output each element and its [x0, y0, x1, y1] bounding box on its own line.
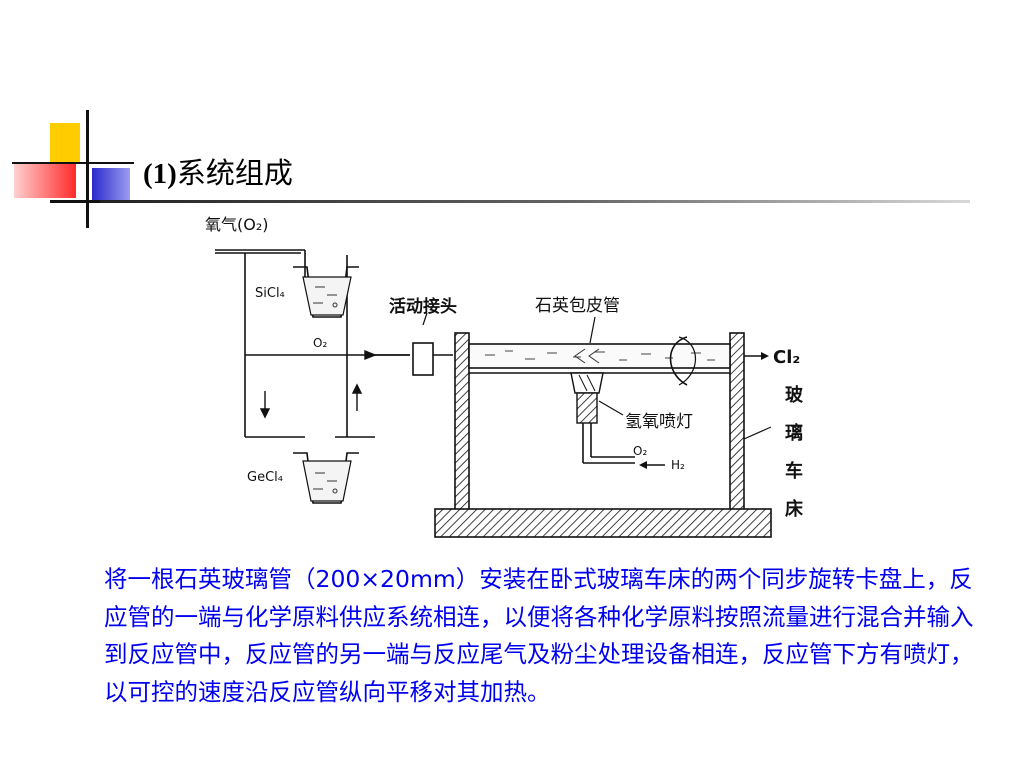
- torch-o2-label: O₂: [633, 444, 647, 458]
- title-number: (1): [143, 158, 177, 190]
- lathe-label-char-4: 床: [785, 498, 804, 520]
- torch-h2-label: H₂: [671, 458, 685, 472]
- gecl4-label: GeCl₄: [247, 470, 283, 485]
- gecl4-bubbler: [293, 452, 359, 504]
- o2-mid-label: O₂: [313, 336, 327, 350]
- deco-blue-square: [92, 168, 130, 202]
- sicl4-label: SiCl₄: [255, 286, 285, 301]
- torch-label: 氢氧喷灯: [625, 412, 693, 432]
- rotation-indicator-2: [678, 336, 696, 386]
- lathe-frame: [434, 332, 772, 538]
- sicl4-bubbler: [293, 266, 359, 318]
- deco-red-square: [14, 162, 76, 198]
- lathe-label-char-3: 车: [785, 460, 803, 482]
- lathe-label-char-2: 璃: [785, 422, 803, 444]
- flow-arrows: [259, 349, 377, 419]
- hydrogen-oxygen-torch: [570, 372, 665, 469]
- movable-joint: [412, 312, 453, 376]
- oxygen-label: 氧气(O₂): [205, 215, 269, 234]
- slide-title: (1)系统组成: [143, 150, 293, 192]
- deco-vertical-line: [86, 110, 89, 228]
- deco-horizontal-line-2: [50, 200, 110, 203]
- title-text: 系统组成: [176, 156, 293, 190]
- deco-yellow-square: [50, 123, 80, 163]
- lathe-label-char-1: 玻: [785, 384, 804, 406]
- mcvd-diagram: 氧气(O₂) SiCl₄ O₂ GeCl₄ 活动接头: [195, 205, 835, 549]
- lathe-label-pointer: [743, 426, 772, 440]
- quartz-tube-pointer: [589, 316, 596, 344]
- rotation-indicator: [669, 336, 688, 386]
- quartz-tube: [468, 343, 769, 369]
- title-underline: [100, 200, 970, 203]
- description-paragraph: 将一根石英玻璃管（200×20mm）安装在卧式玻璃车床的两个同步旋转卡盘上，反应…: [104, 565, 974, 706]
- deco-horizontal-line: [12, 162, 134, 164]
- cl2-label: Cl₂: [773, 347, 800, 368]
- quartz-tube-label: 石英包皮管: [535, 296, 620, 316]
- joint-label: 活动接头: [389, 296, 457, 317]
